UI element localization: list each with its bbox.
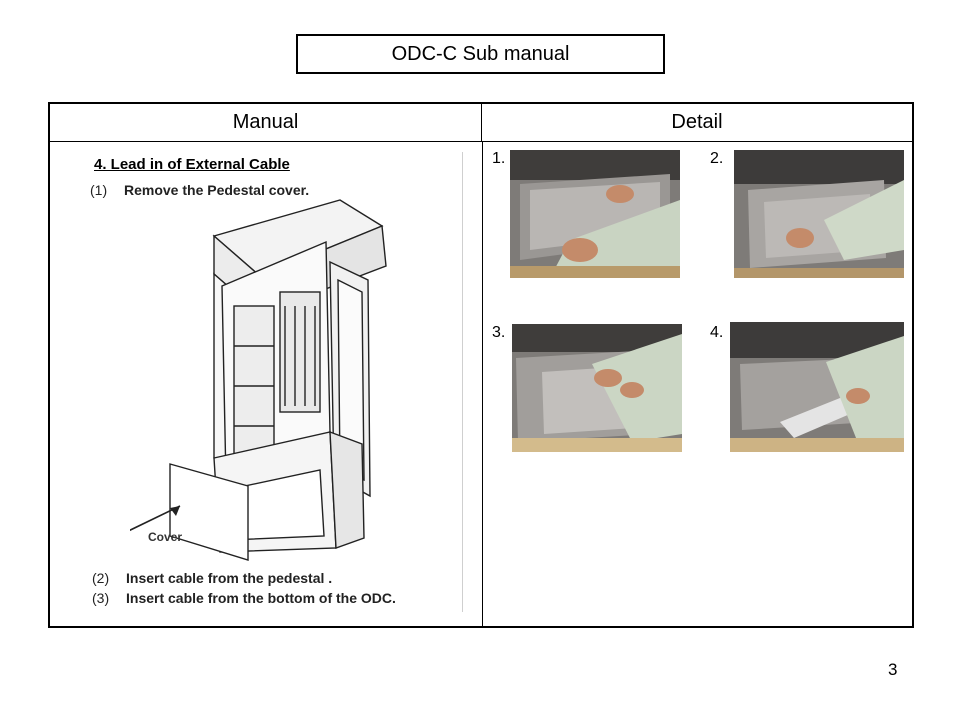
detail-column-header: Detail xyxy=(482,104,912,142)
manual-step-1: (1) Remove the Pedestal cover. xyxy=(90,182,309,198)
manual-column-header: Manual xyxy=(50,104,482,142)
page-number: 3 xyxy=(888,660,898,679)
step-number: (1) xyxy=(90,182,108,198)
step-text: Insert cable from the pedestal . xyxy=(126,570,333,586)
photo-1 xyxy=(510,150,680,278)
manual-heading: 4. Lead in of External Cable xyxy=(94,156,290,173)
document-title: ODC-C Sub manual xyxy=(296,34,665,74)
manual-step-3: (3) Insert cable from the bottom of the O… xyxy=(92,590,396,606)
scan-edge-line xyxy=(462,152,463,612)
photo-2 xyxy=(734,150,904,278)
cover-label: Cover xyxy=(148,530,183,544)
photo-3 xyxy=(512,324,682,452)
step-number: (3) xyxy=(92,590,110,606)
manual-step-2: (2) Insert cable from the pedestal . xyxy=(92,570,332,586)
photo-label-2: 2. xyxy=(710,150,724,167)
photo-label-1: 1. xyxy=(492,150,506,167)
photo-label-4: 4. xyxy=(710,324,724,341)
manual-detail-table: Manual Detail 4. Lead in of External Cab… xyxy=(48,102,914,628)
column-divider xyxy=(482,142,483,626)
cabinet-illustration xyxy=(130,199,387,561)
step-text: Remove the Pedestal cover. xyxy=(124,182,310,198)
step-text: Insert cable from the bottom of the ODC. xyxy=(126,590,396,606)
photo-label-3: 3. xyxy=(492,324,506,341)
step-number: (2) xyxy=(92,570,110,586)
photo-4 xyxy=(730,322,904,452)
